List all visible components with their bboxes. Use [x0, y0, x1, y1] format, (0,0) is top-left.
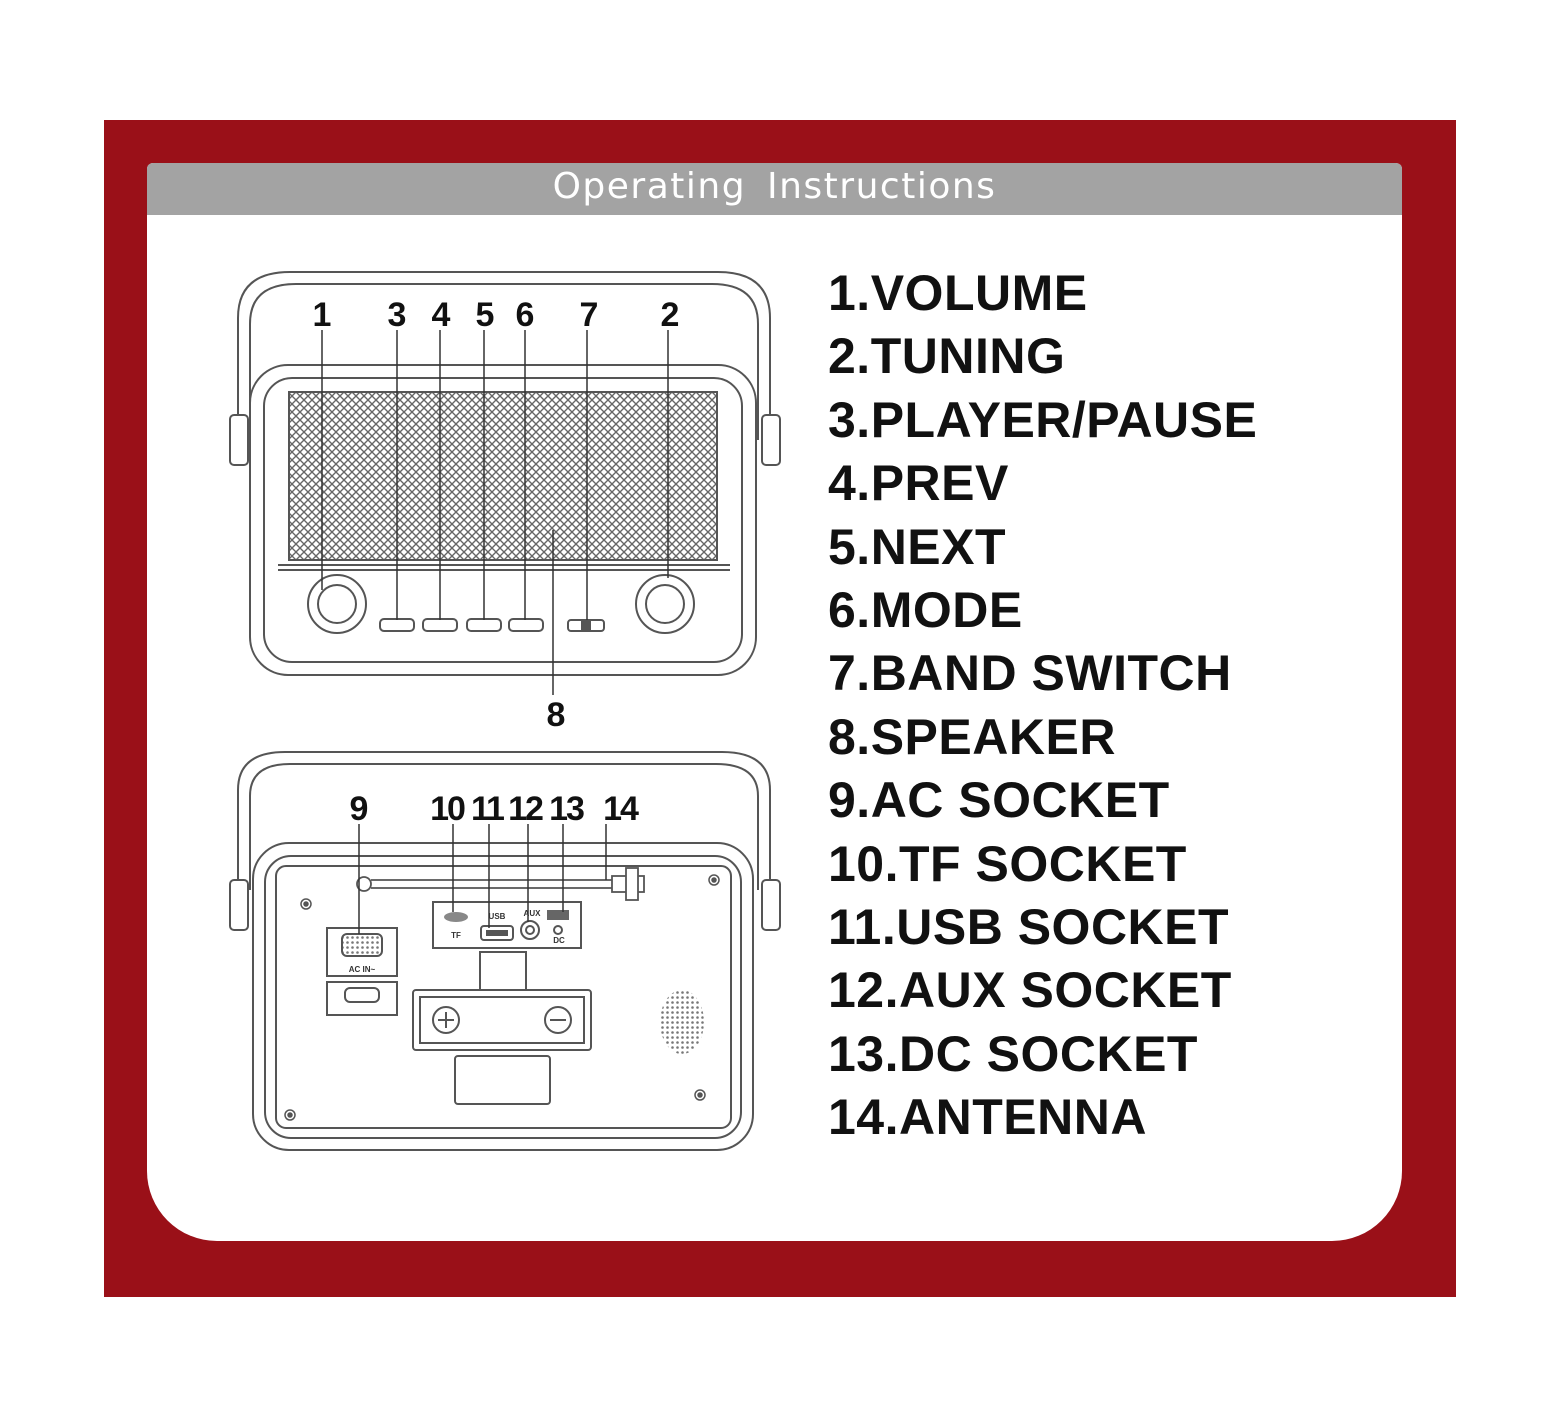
callout-5: 5 — [476, 296, 495, 334]
back-handle-inner — [249, 763, 759, 890]
battery-cover — [412, 989, 592, 1051]
aux-label: AUX — [524, 909, 542, 918]
label-plate — [454, 1055, 551, 1105]
callout-8: 8 — [547, 696, 566, 734]
aux-socket — [520, 920, 540, 940]
front-callouts: 1 3 4 5 6 7 2 8 — [313, 296, 680, 734]
legend-item: 3.PLAYER/PAUSE — [828, 391, 1258, 448]
back-panel — [275, 865, 732, 1129]
front-hinge-right — [761, 414, 781, 466]
legend-item: 14.ANTENNA — [828, 1089, 1147, 1146]
callout-1: 1 — [313, 296, 332, 334]
dc-label: DC — [553, 936, 565, 945]
tf-socket — [444, 912, 468, 922]
back-body-inner — [264, 855, 742, 1139]
callout-7: 7 — [580, 296, 599, 334]
back-callouts: 9 10 11 12 13 14 — [350, 790, 641, 828]
callout-13: 13 — [549, 790, 584, 828]
speaker-grille — [288, 391, 718, 561]
ac-socket — [326, 927, 398, 1016]
tuning-knob — [635, 574, 695, 634]
front-handle-inner — [249, 283, 759, 440]
legend-item: 1.VOLUME — [828, 265, 1088, 321]
page-title: Operating Instructions — [552, 166, 997, 207]
header-bar — [147, 163, 1402, 215]
antenna — [356, 867, 645, 901]
front-view — [229, 271, 781, 695]
legend-item: 5.NEXT — [828, 518, 1007, 575]
legend-item: 4.PREV — [828, 455, 1009, 512]
legend-item: 6.MODE — [828, 581, 1023, 638]
back-hinge-left — [229, 879, 249, 931]
callout-4: 4 — [432, 296, 451, 334]
back-leader-lines — [358, 824, 607, 934]
legend-item: 7.BAND SWITCH — [828, 645, 1232, 702]
callout-9: 9 — [350, 790, 369, 828]
callout-6: 6 — [516, 296, 535, 334]
callout-10: 10 — [430, 790, 465, 828]
callout-3: 3 — [388, 296, 407, 334]
front-hinge-left — [229, 414, 249, 466]
front-handle — [237, 271, 771, 440]
back-view — [229, 751, 781, 1151]
port-labels: TF USB AUX DC AC IN~ — [349, 909, 565, 974]
legend-item: 13.DC SOCKET — [828, 1025, 1198, 1082]
front-leader-lines — [321, 330, 669, 695]
prev-button — [422, 618, 458, 632]
legend-item: 8.SPEAKER — [828, 708, 1116, 765]
usb-socket — [480, 925, 514, 941]
callout-2: 2 — [661, 296, 680, 334]
vent-holes — [660, 990, 704, 1054]
usb-label: USB — [489, 912, 506, 921]
tf-label: TF — [451, 931, 461, 940]
parts-legend: 1.VOLUME 2.TUNING 3.PLAYER/PAUSE 4.PREV … — [828, 262, 1257, 1149]
mode-button — [508, 618, 544, 632]
play-pause-button — [379, 618, 415, 632]
callout-11: 11 — [471, 790, 504, 828]
legend-item: 2.TUNING — [828, 328, 1066, 385]
legend-item: 11.USB SOCKET — [828, 898, 1230, 955]
legend-item: 9.AC SOCKET — [828, 772, 1170, 829]
next-button — [466, 618, 502, 632]
ac-label: AC IN~ — [349, 965, 376, 974]
back-hinge-right — [761, 879, 781, 931]
volume-knob — [307, 574, 367, 634]
screws — [284, 874, 720, 1121]
front-body-inner — [263, 377, 743, 663]
callout-12: 12 — [508, 790, 543, 828]
back-handle — [237, 751, 771, 890]
stand-bracket — [479, 951, 527, 997]
callout-14: 14 — [603, 790, 639, 828]
legend-item: 10.TF SOCKET — [828, 835, 1187, 892]
dc-socket — [547, 910, 569, 935]
legend-item: 12.AUX SOCKET — [828, 962, 1232, 1019]
